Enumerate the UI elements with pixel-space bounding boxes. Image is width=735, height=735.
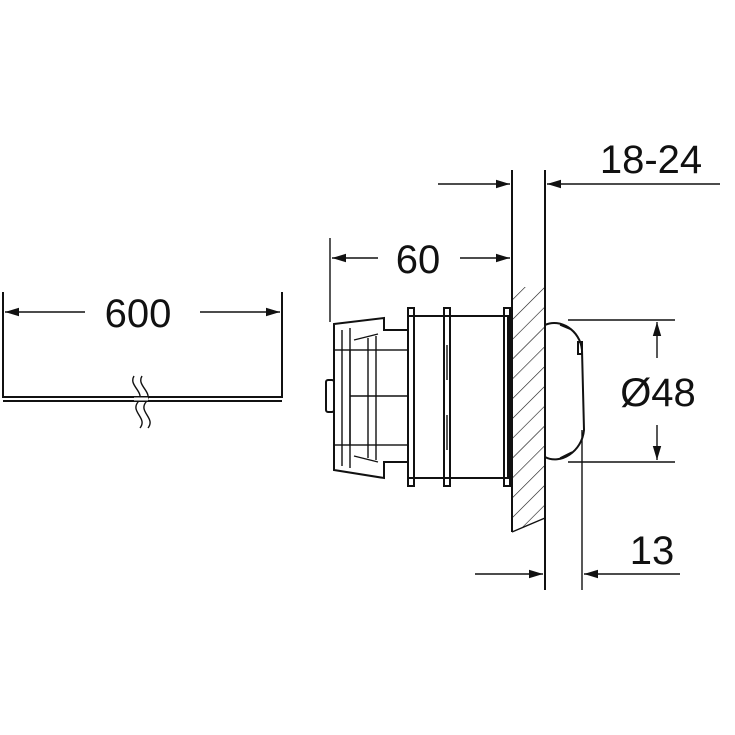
dimension-button-projection: 13 bbox=[475, 430, 680, 590]
button-diameter-label: Ø48 bbox=[620, 371, 696, 415]
depth-label: 60 bbox=[396, 238, 441, 282]
button-projection-label: 13 bbox=[630, 529, 675, 573]
cable-drawing bbox=[2, 292, 283, 429]
cable-length-label: 600 bbox=[105, 292, 172, 336]
dimension-depth: 60 bbox=[329, 238, 510, 322]
dimension-cable-length: 600 bbox=[5, 292, 280, 336]
dimension-wall-thickness: 18-24 bbox=[438, 138, 720, 189]
dimension-button-diameter: Ø48 bbox=[568, 319, 696, 463]
actuator-body bbox=[325, 307, 586, 487]
wall-thickness-label: 18-24 bbox=[600, 138, 702, 182]
wall-section bbox=[511, 170, 546, 590]
